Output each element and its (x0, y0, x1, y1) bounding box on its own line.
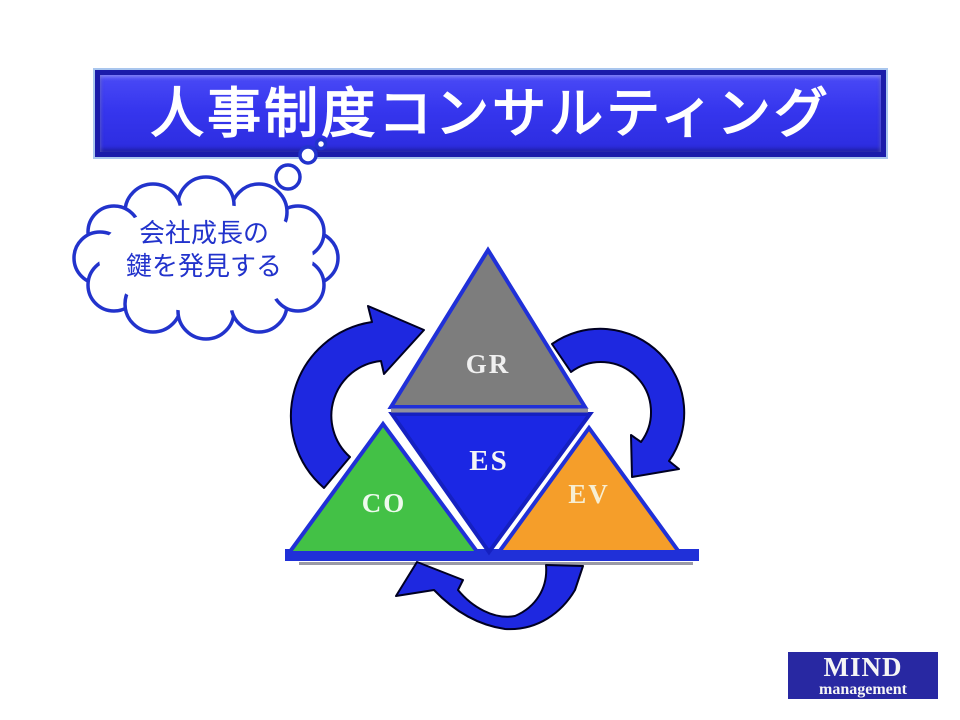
gr-label: GR (466, 349, 511, 379)
cloud-text-line2: 鍵を発見する (126, 251, 282, 281)
es-triangle (388, 412, 594, 556)
logo-management-text: management (819, 680, 907, 698)
logo-mind-text: MIND (823, 651, 903, 682)
title-banner: 人事制度コンサルティング (95, 70, 886, 157)
right-cycle-arrow (551, 327, 686, 478)
ev-label: EV (568, 479, 610, 509)
co-triangle (285, 420, 482, 555)
ev-triangle (495, 424, 683, 554)
bottom-cycle-arrow (395, 561, 584, 631)
thought-cloud: 会社成長の 鍵を発見する (72, 175, 340, 341)
cloud-text-line1: 会社成長の (139, 218, 269, 248)
gr-triangle (387, 246, 589, 409)
triangle-diagram: GR ES CO EV (285, 246, 699, 565)
thought-bubble-trail (274, 137, 328, 191)
left-cycle-arrow (289, 305, 425, 489)
cycle-arrows (289, 305, 686, 631)
page-title: 人事制度コンサルティング (150, 83, 831, 144)
co-label: CO (362, 488, 407, 518)
logo-badge: MIND management (788, 652, 938, 699)
es-label: ES (469, 445, 508, 477)
